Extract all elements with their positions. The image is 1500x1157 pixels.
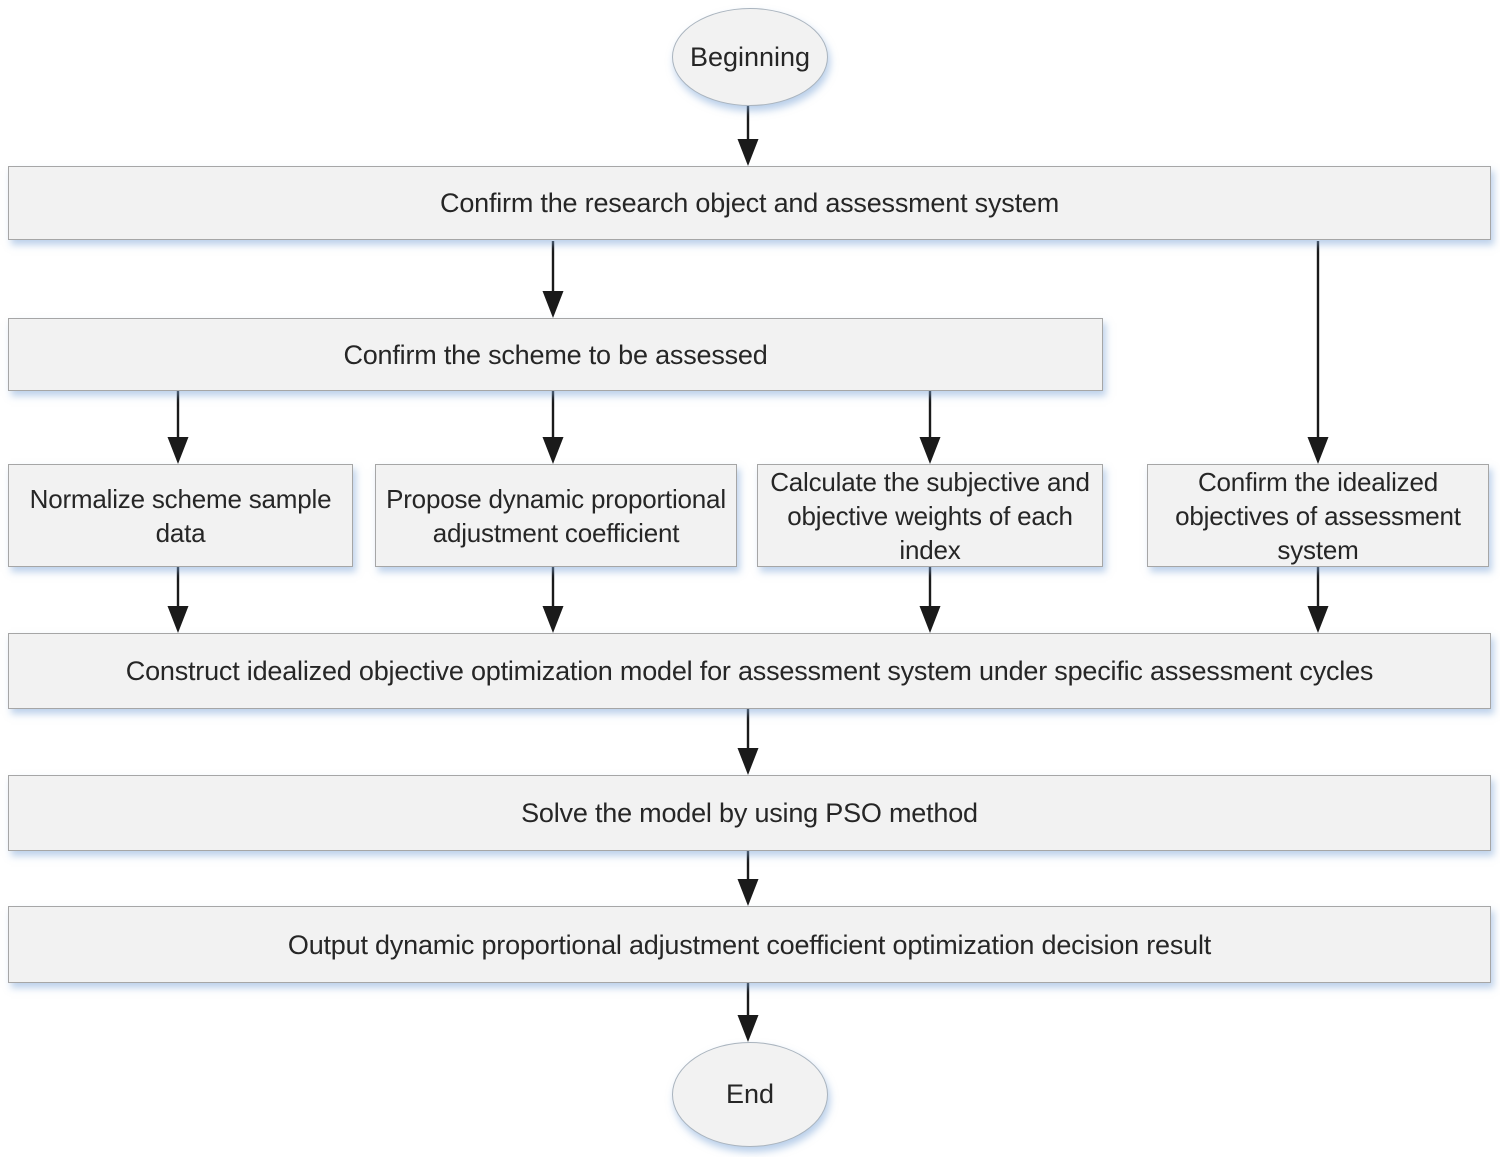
arrow-normalize-to-construct [167, 567, 189, 633]
arrow-construct-to-solve [737, 709, 759, 775]
node-output-label: Output dynamic proportional adjustment c… [287, 929, 1212, 960]
arrow-confirm-research-to-confirm-scheme [542, 241, 564, 318]
node-beginning-label: Beginning [689, 41, 811, 72]
node-confirm-scheme-label: Confirm the scheme to be assessed [343, 339, 768, 370]
node-end-label: End [725, 1079, 775, 1109]
node-beginning: Beginning [672, 8, 828, 106]
node-confirm-scheme: Confirm the scheme to be assessed [8, 318, 1103, 391]
node-confirm-research: Confirm the research object and assessme… [8, 166, 1491, 240]
node-propose: Propose dynamic proportional adjustment … [375, 464, 737, 567]
node-confirm-research-label: Confirm the research object and assessme… [440, 188, 1059, 218]
node-end: End [672, 1042, 828, 1147]
arrow-confirm-scheme-to-calculate [919, 391, 941, 464]
arrow-confirm-scheme-to-propose [542, 391, 564, 464]
arrow-solve-to-output [737, 851, 759, 906]
node-normalize: Normalize scheme sample data [8, 464, 353, 567]
node-confirm-idealized: Confirm the idealized objectives of asse… [1147, 464, 1489, 567]
node-confirm-idealized-label: Confirm the idealized objectives of asse… [1175, 466, 1461, 565]
arrow-confirm-scheme-to-normalize [167, 391, 189, 464]
arrow-beginning-to-confirm-research [737, 106, 759, 166]
node-calculate: Calculate the subjective and objective w… [757, 464, 1103, 567]
node-normalize-label: Normalize scheme sample data [29, 483, 332, 548]
node-construct: Construct idealized objective optimizati… [8, 633, 1491, 709]
arrow-output-to-end [737, 983, 759, 1042]
arrow-calculate-to-construct [919, 567, 941, 633]
node-construct-label: Construct idealized objective optimizati… [125, 656, 1374, 686]
node-solve: Solve the model by using PSO method [8, 775, 1491, 851]
node-propose-label: Propose dynamic proportional adjustment … [386, 483, 726, 548]
node-output: Output dynamic proportional adjustment c… [8, 906, 1491, 983]
node-calculate-label: Calculate the subjective and objective w… [770, 466, 1090, 565]
node-solve-label: Solve the model by using PSO method [521, 798, 978, 828]
arrow-confirm-research-to-confirm-idealized [1307, 241, 1329, 464]
arrow-confirm-idealized-to-construct [1307, 567, 1329, 633]
arrow-propose-to-construct [542, 567, 564, 633]
